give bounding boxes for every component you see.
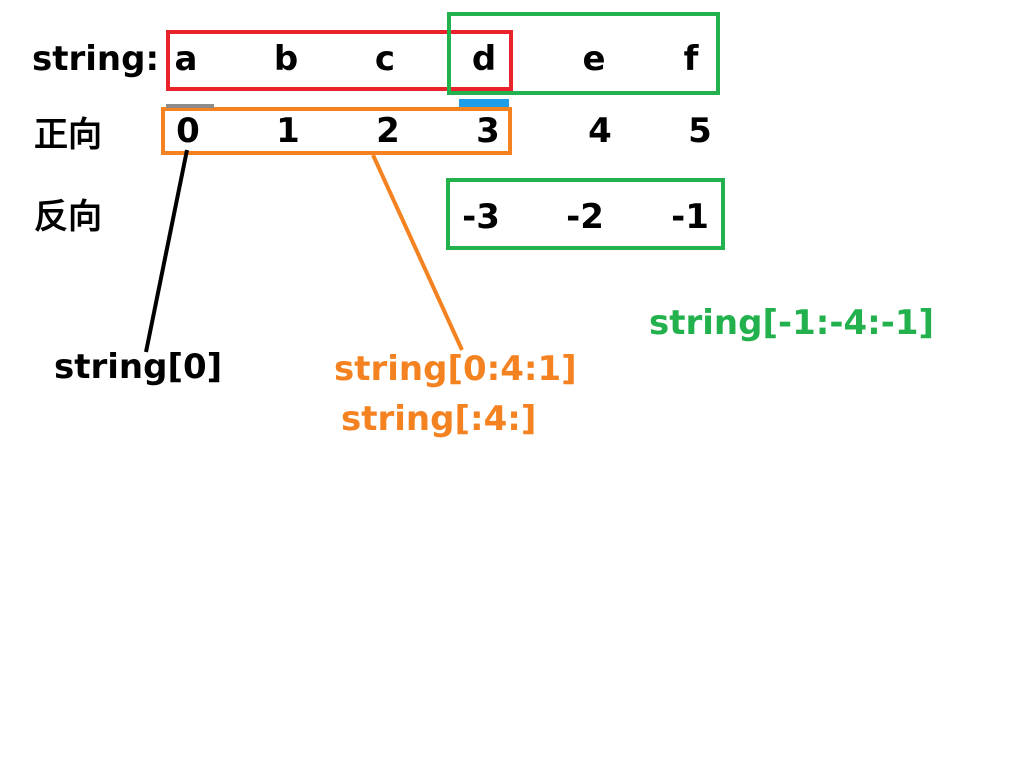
annotation-single-index: string[0] [54,347,223,387]
reverse-index-minus-3: -3 [462,197,500,237]
forward-index-4: 4 [588,111,612,151]
reverse-index-minus-1: -1 [671,197,709,237]
forward-index-2: 2 [376,111,400,151]
string-row-label: string: [32,39,160,79]
forward-index-1: 1 [276,111,300,151]
single-index-connector [144,149,189,353]
annotation-slice-full: string[0:4:1] [334,349,577,389]
char-f: f [683,39,699,79]
gray-cursor-mark [166,104,214,108]
char-e: e [582,39,606,79]
char-b: b [273,39,299,79]
orange-index-box [161,107,512,155]
slice-connector [371,154,464,351]
reverse-row-label: 反向 [34,197,102,237]
char-c: c [374,39,396,79]
annotation-reverse-slice: string[-1:-4:-1] [649,303,935,343]
green-reverse-box [446,178,725,250]
forward-index-0: 0 [176,111,200,151]
char-a: a [174,39,198,79]
forward-row-label: 正向 [34,115,102,155]
forward-index-5: 5 [688,111,712,151]
annotation-slice-short: string[:4:] [341,399,537,439]
reverse-index-minus-2: -2 [566,197,604,237]
blue-cursor-mark [459,99,509,107]
green-chars-box [447,12,720,95]
char-d: d [471,39,497,79]
red-highlight-box [166,30,513,91]
forward-index-3: 3 [476,111,500,151]
